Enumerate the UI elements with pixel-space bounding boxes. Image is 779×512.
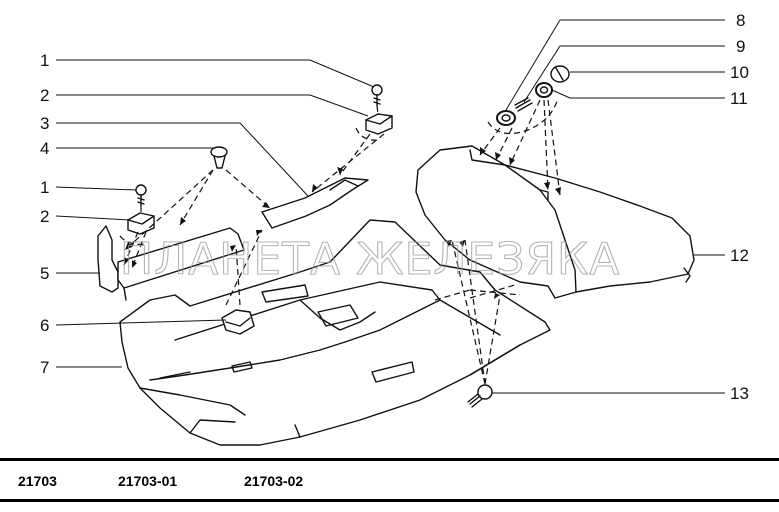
screw-9 <box>514 97 533 112</box>
callout-11: 11 <box>730 89 748 108</box>
variant-code: 21703 <box>18 473 57 489</box>
side-trim-fold <box>504 164 577 293</box>
mounting-plate-tab <box>329 179 359 191</box>
callout-8: 8 <box>736 11 745 30</box>
callout-2b: 2 <box>40 207 49 226</box>
mounting-plate <box>261 177 369 229</box>
floor-lip-front <box>189 419 301 438</box>
assembly-lines <box>123 99 561 385</box>
variant-code: 21703-01 <box>118 473 178 489</box>
side-trim-clip <box>683 267 691 283</box>
callout-12: 12 <box>730 246 749 265</box>
washer-8 <box>496 110 516 126</box>
callout-1: 1 <box>40 51 49 70</box>
floor-recess-top <box>261 284 309 303</box>
floor-slot2 <box>159 371 191 379</box>
floor-clip <box>221 309 255 335</box>
floor-recess <box>317 304 359 327</box>
callout-5: 5 <box>40 264 49 283</box>
side-trim-panel <box>415 145 695 299</box>
floor-edge <box>439 299 521 376</box>
side-bracket <box>97 225 119 293</box>
floor-slot <box>231 361 253 373</box>
screw-top-left <box>135 184 147 207</box>
screw-top-right <box>371 84 383 107</box>
callout-labels: 1 2 3 4 1 2 5 6 7 8 9 10 11 12 13 <box>40 11 749 403</box>
variant-row: 21703 21703-01 21703-02 <box>0 458 779 502</box>
callout-2: 2 <box>40 86 49 105</box>
floor-recess-front <box>371 361 415 383</box>
push-pin <box>210 146 228 169</box>
callout-9: 9 <box>736 37 745 56</box>
watermark: ПЛАНЕТА ЖЕЛЕЗЯКА <box>120 234 620 285</box>
callout-13: 13 <box>730 384 749 403</box>
side-trim-inner <box>469 149 549 201</box>
variant-code: 21703-02 <box>244 473 304 489</box>
nut-11 <box>535 82 553 98</box>
callout-1b: 1 <box>40 178 49 197</box>
callout-4: 4 <box>40 139 49 158</box>
callout-10: 10 <box>730 63 749 82</box>
leader-lines <box>55 19 725 394</box>
screw-bottom <box>467 384 493 408</box>
arrow-heads <box>124 147 561 299</box>
floor-tunnel-inner <box>299 299 376 331</box>
sill-trim-edge <box>123 287 127 301</box>
parts-diagram: 1 2 3 4 1 2 5 6 7 8 9 10 11 12 13 ПЛАНЕТ… <box>40 11 749 446</box>
callout-7: 7 <box>40 358 49 377</box>
floor-tunnel <box>149 281 441 381</box>
callout-6: 6 <box>40 316 49 335</box>
floor-side-left <box>139 387 246 416</box>
callout-3: 3 <box>40 114 49 133</box>
sill-trim <box>117 227 245 289</box>
floor-panel <box>119 219 551 446</box>
